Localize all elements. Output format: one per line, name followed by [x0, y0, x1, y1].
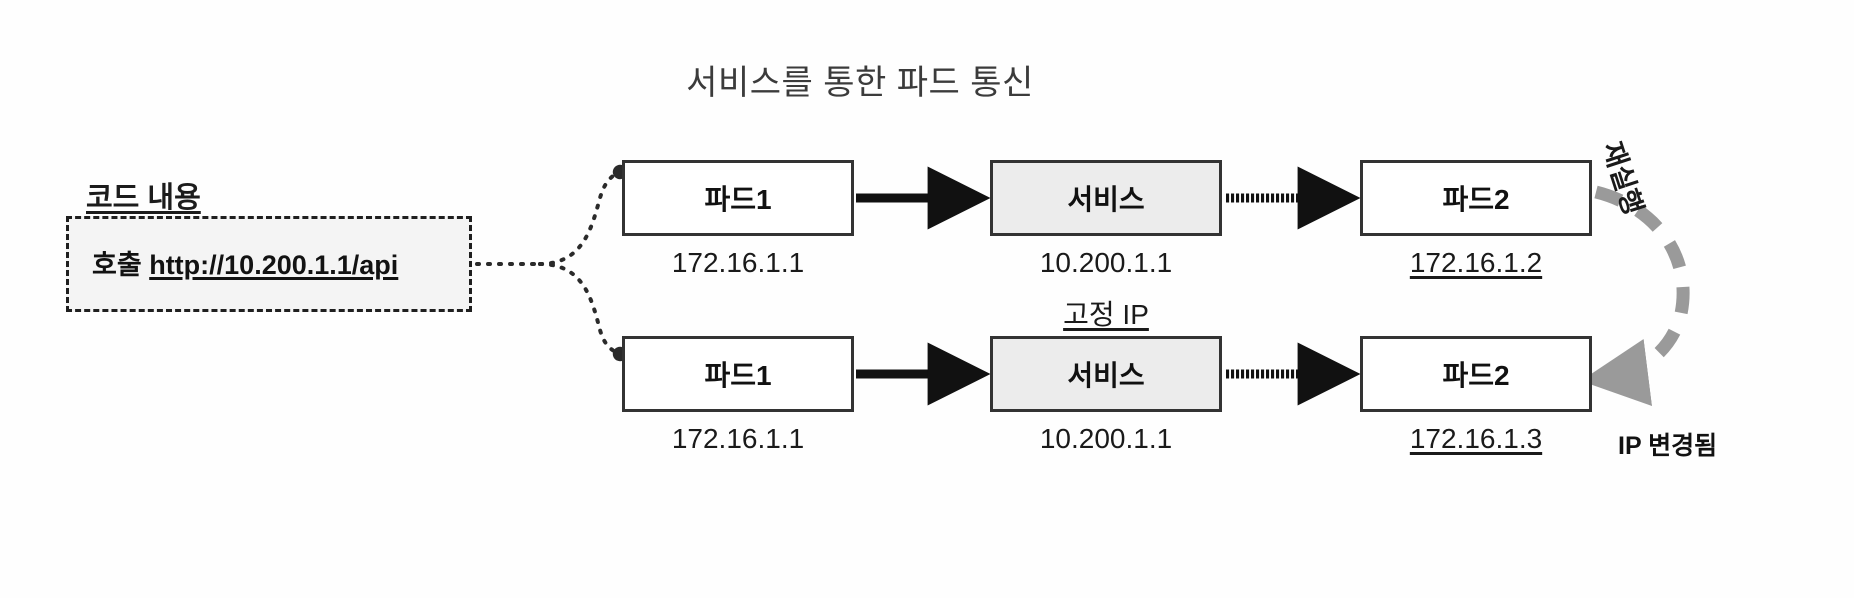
- ip-changed-annotation: IP 변경됨: [1618, 432, 1718, 460]
- node-service-bottom[interactable]: 서비스: [990, 336, 1222, 412]
- ip-label-service-top: 10.200.1.1: [1039, 247, 1173, 278]
- restart-curved-arrow: [1580, 185, 1690, 407]
- static-ip-annotation: 고정 IP: [1063, 299, 1149, 330]
- node-pod1-bottom[interactable]: 파드1: [622, 336, 854, 412]
- page-title: 서비스를 통한 파드 통신: [686, 64, 1034, 102]
- ip-label-pod2-bottom: 172.16.1.3: [1409, 423, 1543, 454]
- code-call-keyword: 호출: [92, 250, 142, 280]
- code-call-line: 호출 http://10.200.1.1/api: [92, 243, 398, 282]
- code-to-pods-dotted-connector: [475, 164, 628, 362]
- ip-label-pod1-bottom: 172.16.1.1: [671, 423, 805, 454]
- code-section-label: 코드 내용: [86, 182, 201, 214]
- node-service-top[interactable]: 서비스: [990, 160, 1222, 236]
- node-pod2-top[interactable]: 파드2: [1360, 160, 1592, 236]
- code-box: [66, 216, 472, 312]
- restart-annotation: 재실행: [1596, 138, 1649, 219]
- ip-label-service-bottom: 10.200.1.1: [1039, 423, 1173, 454]
- ip-label-pod2-top: 172.16.1.2: [1409, 247, 1543, 278]
- code-url-link[interactable]: http://10.200.1.1/api: [149, 250, 399, 280]
- node-pod2-bottom[interactable]: 파드2: [1360, 336, 1592, 412]
- node-pod1-top[interactable]: 파드1: [622, 160, 854, 236]
- ip-label-pod1-top: 172.16.1.1: [671, 247, 805, 278]
